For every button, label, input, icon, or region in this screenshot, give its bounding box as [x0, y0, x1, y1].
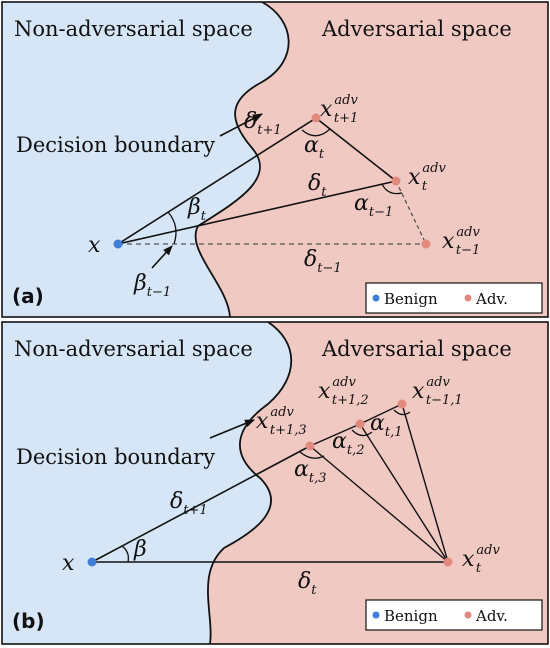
panel-b-frame [1, 321, 549, 645]
line-xt12-to-xt11 [359, 403, 403, 425]
decision-boundary-b [207, 321, 293, 645]
line-xt13-to-xt [309, 445, 449, 563]
label-alpha-t1: αt,1 [370, 411, 403, 440]
alpha-t-arc [301, 128, 331, 137]
decision-boundary-label-b: Decision boundary [16, 445, 215, 469]
legend-box-a [365, 282, 543, 314]
line-x-to-xt13 [91, 445, 311, 563]
adv-point-xtm1 [421, 239, 431, 249]
legend-adv-marker-b [464, 611, 472, 619]
adv-point-xt1 [311, 113, 321, 123]
legend-adv-label-a: Adv. [475, 290, 508, 308]
label-beta-tm1: βt−1 [133, 271, 171, 300]
adv-point-xt-b [443, 557, 453, 567]
beta-arc-a [167, 211, 177, 245]
legend-adv-label-b: Adv. [475, 607, 508, 625]
line-xt1-to-xt [315, 117, 397, 182]
line-xt12-to-xt [359, 423, 449, 563]
label-delta-tm1-a: δt−1 [304, 247, 342, 276]
adv-point-xt13 [305, 441, 315, 451]
legend-benign-marker-a [372, 294, 380, 302]
decision-boundary-label-a: Decision boundary [16, 133, 215, 157]
boundary-arrow-a [219, 113, 263, 137]
adv-point-xt [391, 176, 401, 186]
line-xt-to-xtm1 [395, 180, 427, 245]
beta-arc-b [121, 545, 130, 563]
adversarial-region-b [207, 322, 548, 644]
benign-point-b [87, 557, 97, 567]
non-adversarial-label-b: Non-adversarial space [14, 337, 253, 361]
decision-boundary-a [194, 1, 290, 318]
legend-benign-marker-b [372, 611, 380, 619]
legend-adv-marker-a [464, 294, 472, 302]
beta-tm1-arrow [151, 245, 173, 269]
line-x-to-xt1 [117, 117, 317, 245]
boundary-arrow-b [209, 419, 255, 439]
alpha-t3-arc [299, 451, 325, 459]
panel-a-frame [1, 1, 549, 318]
legend-benign-label-b: Benign [384, 607, 438, 625]
adv-point-xt12 [355, 419, 365, 429]
adversarial-region-a [195, 2, 549, 317]
alpha-t1-arc [393, 409, 411, 416]
label-delta-t-a: δt [308, 171, 327, 200]
label-alpha-tm1: αt−1 [354, 191, 393, 220]
label-delta-t1-b: δt+1 [170, 489, 208, 518]
label-alpha-t3: αt,3 [294, 457, 327, 486]
line-x-to-xt [117, 180, 397, 245]
benign-point-a [113, 239, 123, 249]
panel-b: Non-adversarial space Adversarial space … [1, 321, 549, 645]
panel-a: Non-adversarial space Adversarial space … [1, 1, 549, 318]
label-beta-b: β [133, 537, 147, 562]
legend-a: Benign Adv. [365, 282, 543, 314]
alpha-tm1-arc [381, 183, 403, 195]
label-delta-t-b: δt [298, 569, 317, 598]
line-xt11-to-xt [401, 403, 449, 563]
line-xt13-to-xt12 [309, 423, 361, 447]
legend-box-b [365, 599, 543, 631]
panel-b-tag: (b) [12, 609, 45, 633]
label-alpha-t2: αt,2 [332, 429, 365, 458]
adv-point-xt11 [397, 399, 407, 409]
legend-b: Benign Adv. [365, 599, 543, 631]
non-adversarial-label-a: Non-adversarial space [14, 17, 253, 41]
label-delta-t1-a: δt+1 [244, 109, 282, 138]
label-beta-t: βt [187, 195, 207, 224]
panel-a-tag: (a) [12, 284, 44, 308]
alpha-t2-arc [351, 429, 373, 437]
adversarial-label-a: Adversarial space [321, 17, 512, 41]
adversarial-label-b: Adversarial space [321, 337, 512, 361]
label-alpha-t: αt [304, 133, 325, 162]
label-x-a: x [88, 233, 101, 258]
label-x-b: x [62, 551, 75, 576]
legend-benign-label-a: Benign [384, 290, 438, 308]
